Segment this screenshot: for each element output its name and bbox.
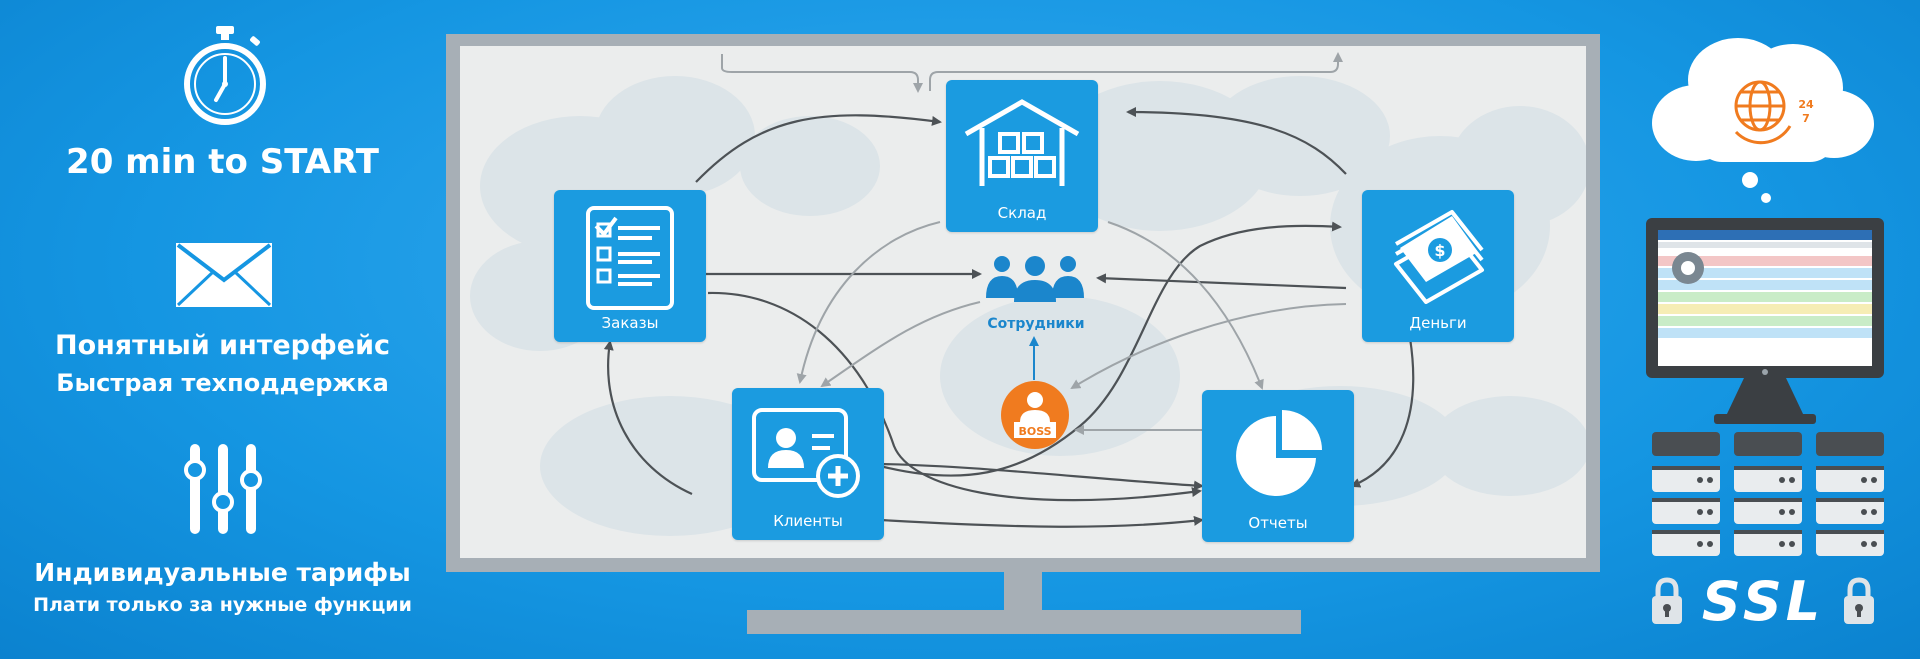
employees-icon	[986, 256, 1084, 302]
envelope-icon	[176, 243, 272, 307]
node-money-label: Деньги	[1409, 314, 1467, 332]
stopwatch-icon	[184, 26, 266, 125]
node-clients[interactable]: Клиенты	[732, 388, 884, 540]
add-contact-icon	[752, 408, 860, 498]
feature-title-tariffs: Индивидуальные тарифы	[34, 558, 411, 587]
server-stack-icon	[1652, 432, 1884, 556]
monitor-base	[747, 610, 1301, 634]
feature-subtitle-support: Быстрая техподдержка	[56, 369, 389, 397]
uptime-badge-top: 24	[1798, 98, 1814, 111]
globe-icon	[1734, 80, 1792, 145]
cloud-icon: 24 7	[1652, 38, 1874, 203]
node-orders[interactable]: Заказы	[554, 190, 706, 342]
sliders-icon	[184, 444, 262, 534]
pie-chart-icon	[1236, 410, 1322, 496]
monitor: Склад Заказы	[446, 34, 1600, 572]
uptime-badge-bottom: 7	[1802, 112, 1810, 125]
node-reports[interactable]: Отчеты	[1202, 390, 1354, 542]
node-clients-label: Клиенты	[773, 512, 843, 530]
money-stack-icon: $	[1394, 210, 1484, 304]
feature-title-start: 20 min to START	[66, 142, 379, 182]
feature-title-interface: Понятный интерфейс	[54, 330, 391, 361]
node-warehouse-label: Склад	[997, 204, 1047, 222]
feature-subtitle-functions: Плати только за нужные функции	[33, 594, 412, 616]
small-monitor-icon	[1646, 218, 1884, 424]
boss-label-svg: BOSS	[1018, 425, 1051, 438]
node-warehouse[interactable]: Склад	[946, 80, 1098, 232]
ssl-label: SSL	[1701, 570, 1825, 633]
monitor-screen: Склад Заказы	[460, 46, 1586, 558]
lock-icon-left	[1652, 577, 1682, 624]
hosting-panel: 24 7	[1640, 0, 1920, 659]
boss-icon[interactable]	[1000, 380, 1070, 450]
svg-text:$: $	[1434, 241, 1445, 260]
node-money[interactable]: $ Деньги	[1362, 190, 1514, 342]
employees-label: Сотрудники	[987, 316, 1085, 332]
boss-label: BOSS	[1018, 425, 1051, 438]
lock-icon-right	[1844, 577, 1874, 624]
node-reports-label: Отчеты	[1248, 514, 1308, 532]
checklist-icon	[586, 206, 674, 310]
features-panel: 20 min to START Понятный интерфейс Быстр…	[0, 0, 445, 659]
warehouse-icon	[964, 99, 1080, 186]
node-orders-label: Заказы	[601, 314, 659, 332]
monitor-neck	[1004, 572, 1042, 614]
